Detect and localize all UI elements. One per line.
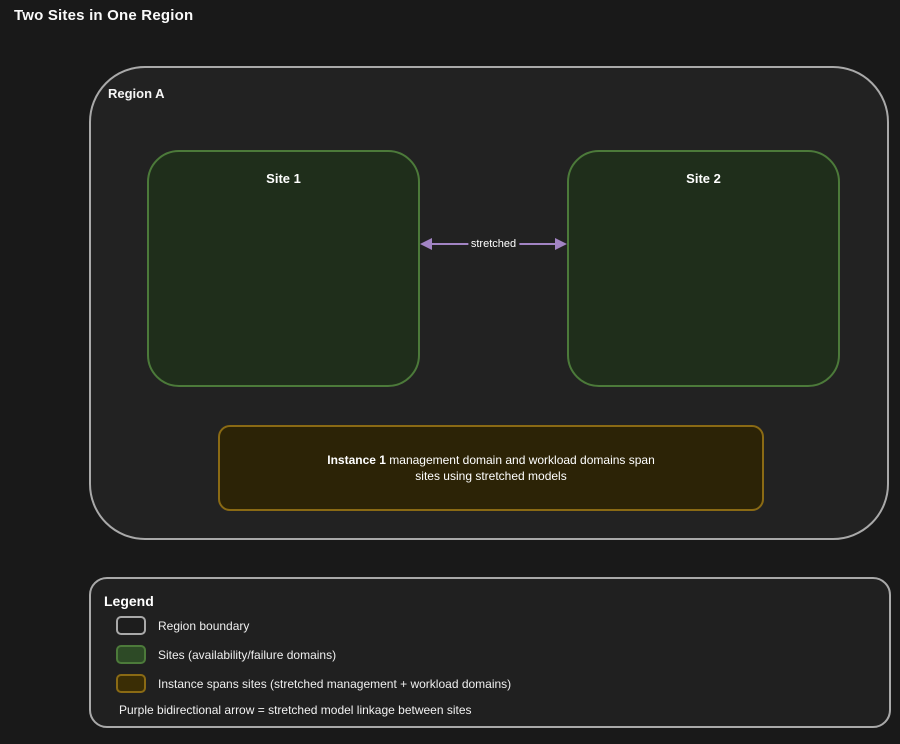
instance-text-line-1: Instance 1 management domain and workloa… <box>327 452 655 468</box>
legend-item-sites: Sites (availability/failure domains) <box>116 645 511 664</box>
site-1-label: Site 1 <box>266 171 301 186</box>
region-a-label: Region A <box>108 86 165 101</box>
stretched-bidirectional-arrow: stretched <box>420 236 567 252</box>
legend-rows: Region boundary Sites (availability/fail… <box>116 616 511 693</box>
legend-panel: Legend Region boundary Sites (availabili… <box>89 577 891 728</box>
stretched-arrow-label: stretched <box>467 237 520 251</box>
instance-name: Instance 1 <box>327 453 386 467</box>
site-2-box: Site 2 <box>567 150 840 387</box>
legend-title: Legend <box>104 593 154 609</box>
site-2-label: Site 2 <box>686 171 721 186</box>
sites-swatch-icon <box>116 645 146 664</box>
instance-swatch-icon <box>116 674 146 693</box>
arrowhead-right-icon <box>555 238 567 250</box>
site-1-box: Site 1 <box>147 150 420 387</box>
region-boundary-swatch-icon <box>116 616 146 635</box>
page-title: Two Sites in One Region <box>14 7 194 24</box>
instance-text-line-2: sites using stretched models <box>415 469 567 483</box>
legend-item-label: Region boundary <box>158 618 250 633</box>
legend-item-label: Instance spans sites (stretched manageme… <box>158 676 512 691</box>
arrowhead-left-icon <box>420 238 432 250</box>
legend-item-label: Sites (availability/failure domains) <box>158 647 337 662</box>
instance-text-after-name: management domain and workload domains s… <box>385 453 655 467</box>
instance-1-box: Instance 1 management domain and workloa… <box>218 425 764 511</box>
legend-item-region-boundary: Region boundary <box>116 616 511 635</box>
legend-item-instance-spans-sites: Instance spans sites (stretched manageme… <box>116 674 511 693</box>
region-a-boundary: Region A Site 1 Site 2 stretched Instanc… <box>89 66 889 540</box>
legend-note: Purple bidirectional arrow = stretched m… <box>119 703 472 717</box>
